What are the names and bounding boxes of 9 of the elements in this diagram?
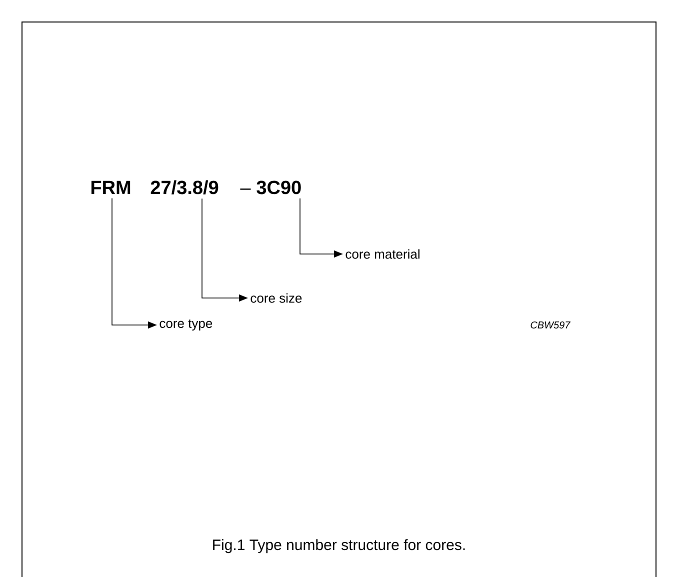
part-label: core size [250,293,302,303]
type-code-part: FRM [91,180,130,194]
part-label: core material [346,249,420,259]
figure-caption: Fig.1 Type number structure for cores. [213,539,465,554]
drawing-code: CBW597 [530,321,571,329]
dash-sign: – [240,188,251,190]
part-label: core type [160,319,212,331]
type-code-part: 3C90 [256,180,301,194]
type-code-part: 27/3.8/9 [150,180,218,194]
